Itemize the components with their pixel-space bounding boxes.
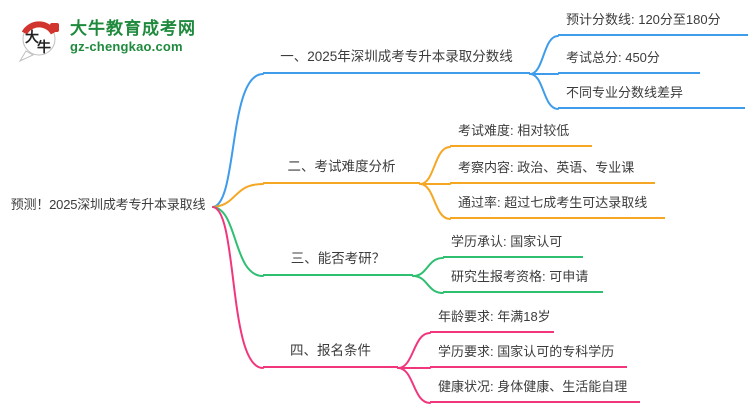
branch-1-child-1: 预计分数线: 120分至180分 — [558, 12, 748, 36]
branch-2-child-3: 通过率: 超过七成考生可达录取线 — [450, 195, 665, 219]
branch-2-child-2: 考察内容: 政治、英语、专业课 — [450, 160, 655, 184]
root-topic: 预测！2025深圳成考专升本录取线 — [10, 197, 206, 212]
branch-2-label: 二、考试难度分析 — [263, 158, 420, 184]
branch-4-child-1: 年龄要求: 年满18岁 — [430, 309, 554, 333]
site-url: gz-chengkao.com — [70, 39, 183, 54]
branch-3-label: 三、能否考研？ — [263, 250, 413, 276]
site-name: 大牛教育成考网 — [70, 19, 196, 38]
branch-1-child-3: 不同专业分数线差异 — [558, 85, 745, 109]
branch-4-label: 四、报名条件 — [263, 342, 398, 368]
branch-4-child-3: 健康状况: 身体健康、生活能自理 — [430, 379, 640, 403]
svg-text:牛: 牛 — [37, 39, 51, 56]
branch-1-label: 一、2025年深圳成考专升本录取分数线 — [263, 48, 530, 74]
branch-3-child-2: 研究生报考资格: 可申请 — [443, 269, 603, 293]
logo-bull-icon: 大 牛 — [18, 21, 59, 63]
logo-text: 大牛教育成考网 gz-chengkao.com — [70, 10, 196, 54]
site-logo: 大 牛 大牛教育成考网 gz-chengkao.com — [12, 10, 196, 64]
svg-text:大: 大 — [25, 29, 39, 46]
branch-2-child-1: 考试难度: 相对较低 — [450, 123, 592, 147]
branch-3-child-1: 学历承认: 国家认可 — [443, 234, 583, 258]
branch-1-child-2: 考试总分: 450分 — [558, 50, 700, 74]
branch-4-child-2: 学历要求: 国家认可的专科学历 — [430, 344, 627, 368]
